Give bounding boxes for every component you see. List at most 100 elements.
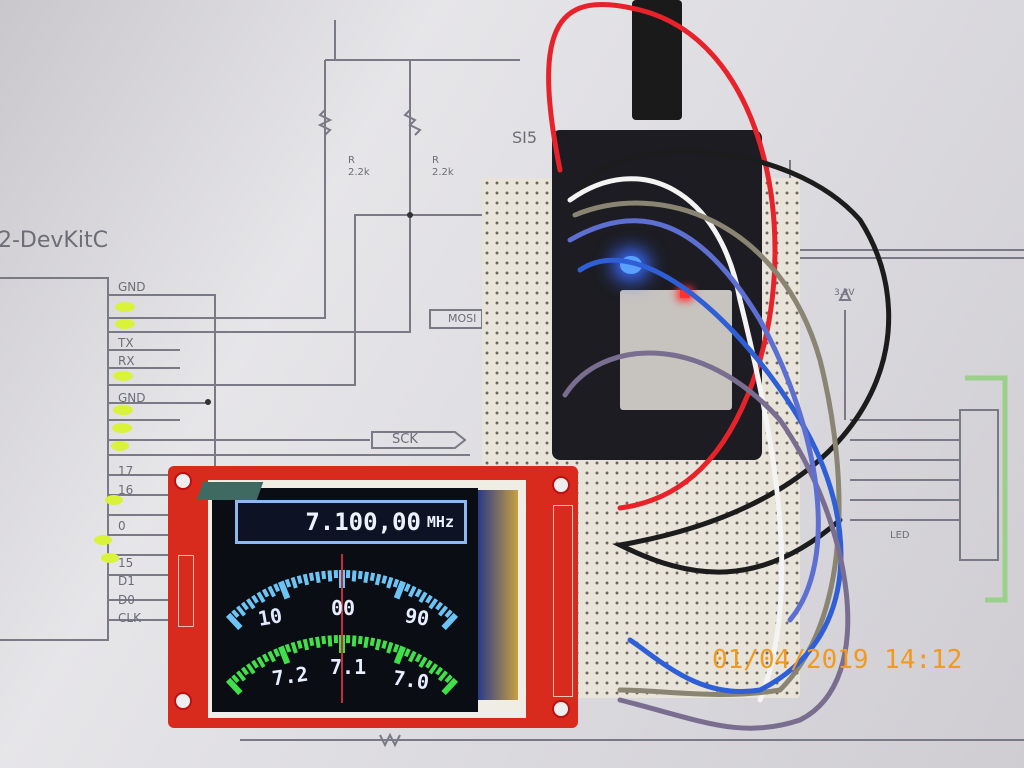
khz-scale-label: 00 xyxy=(331,596,356,620)
khz-scale-tick xyxy=(357,570,363,580)
khz-scale-tick xyxy=(290,576,298,589)
mhz-scale-label: 7.0 xyxy=(391,665,431,695)
khz-scale-tick xyxy=(351,570,357,582)
khz-scale-tick xyxy=(363,571,369,584)
mhz-scale-tick xyxy=(273,648,281,658)
frequency-unit: MHz xyxy=(426,513,454,531)
khz-scale-tick xyxy=(246,598,256,610)
pin-label: CLK xyxy=(118,611,141,625)
mhz-scale-tick xyxy=(357,635,363,645)
khz-scale-tick xyxy=(441,612,459,631)
mhz-scale-tick xyxy=(403,648,411,658)
purple-wire xyxy=(562,350,851,731)
sck-label: SCK xyxy=(392,432,418,447)
khz-scale-tick xyxy=(393,580,406,600)
mhz-scale-tick xyxy=(374,638,382,651)
sd-header xyxy=(178,555,194,627)
khz-scale-tick xyxy=(392,578,400,588)
mount-hole-icon xyxy=(174,692,192,710)
mhz-scale-tick xyxy=(369,637,376,647)
pin-label: RX xyxy=(118,354,135,368)
red-led-icon xyxy=(680,290,690,298)
mhz-scale-tick xyxy=(418,656,428,669)
mhz-scale-tick xyxy=(256,656,266,669)
mhz-scale-tick xyxy=(231,674,240,684)
tuning-dial xyxy=(225,554,459,703)
khz-scale-tick xyxy=(444,609,453,619)
frequency-display: 7.100,00 MHz xyxy=(235,500,467,544)
mhz-scale-tick xyxy=(381,640,388,649)
pin-label-list: GND TX RX GND 17 16 0 15 D1 D0 CLK xyxy=(118,278,178,628)
khz-scale-tick xyxy=(437,605,448,617)
mount-hole-icon xyxy=(552,700,570,718)
mhz-scale-tick xyxy=(290,641,298,654)
khz-scale-label: 90 xyxy=(403,603,431,631)
pin-label: TX xyxy=(118,335,134,350)
khz-scale-tick xyxy=(302,573,310,586)
pin-label: D1 xyxy=(118,574,135,588)
khz-scale-tick xyxy=(435,601,444,611)
mhz-scale-tick xyxy=(386,641,394,654)
supply-label: 3.3V xyxy=(834,288,855,298)
blue-wire xyxy=(577,257,844,694)
khz-scale-tick xyxy=(284,578,292,588)
khz-scale-tick xyxy=(278,580,291,600)
mhz-scale-tick xyxy=(284,643,292,653)
black-wire xyxy=(577,148,892,575)
mhz-scale-tick xyxy=(251,659,259,669)
khz-scale-tick xyxy=(251,594,259,604)
khz-scale-tick xyxy=(381,575,388,584)
mhz-scale-tick xyxy=(308,637,315,647)
mhz-scale-tick xyxy=(267,650,276,663)
mhz-scale-tick xyxy=(393,645,406,665)
khz-scale-tick xyxy=(327,570,333,582)
frequency-value: 7.100,00 xyxy=(305,508,421,536)
board-title: 2-DevKitC xyxy=(0,228,108,253)
mhz-scale-tick xyxy=(240,666,249,676)
pin-label: GND xyxy=(118,280,146,294)
mhz-scale-tick xyxy=(246,663,256,675)
mhz-scale-tick xyxy=(261,653,270,663)
mhz-scale-tick xyxy=(315,636,321,649)
mhz-scale-tick xyxy=(435,666,444,676)
pin-header xyxy=(553,505,573,697)
khz-scale-tick xyxy=(261,588,270,598)
mhz-scale-tick xyxy=(296,640,303,649)
khz-scale-tick xyxy=(369,572,376,582)
khz-scale-tick xyxy=(308,572,315,582)
mhz-scale-tick xyxy=(408,650,417,663)
khz-scale-tick xyxy=(240,601,249,611)
mhz-scale-tick xyxy=(392,643,400,653)
mount-hole-icon xyxy=(552,476,570,494)
led-label: LED xyxy=(890,530,910,541)
red-wire xyxy=(546,1,778,511)
mhz-scale-tick xyxy=(278,645,291,665)
mhz-scale-label: 7.1 xyxy=(330,655,367,679)
pin-label: 0 xyxy=(118,519,126,533)
pin-label: 15 xyxy=(118,555,134,570)
mhz-scale-label: 7.2 xyxy=(270,661,310,691)
khz-scale-tick xyxy=(231,609,240,619)
mhz-scale-tick xyxy=(302,638,310,651)
khz-scale-tick xyxy=(225,612,243,631)
mhz-scale-tick xyxy=(236,670,247,682)
protective-film-tab xyxy=(196,482,264,500)
photo-timestamp: 01/04/2019 14:12 xyxy=(712,645,963,675)
mhz-scale-tick xyxy=(414,653,423,663)
gray-wire xyxy=(572,200,842,697)
mhz-scale-tick xyxy=(444,674,453,684)
khz-scale-tick xyxy=(428,598,438,610)
khz-scale-tick xyxy=(414,588,423,598)
mhz-scale-tick xyxy=(428,663,438,675)
pin-label: D0 xyxy=(118,592,135,607)
khz-scale-tick xyxy=(273,583,281,593)
lavender-wire xyxy=(567,218,821,623)
mhz-scale-tick xyxy=(437,670,448,682)
white-wire xyxy=(567,176,785,703)
khz-scale-tick xyxy=(408,585,417,598)
mhz-scale-tick xyxy=(321,635,327,645)
khz-scale-tick xyxy=(256,591,266,604)
